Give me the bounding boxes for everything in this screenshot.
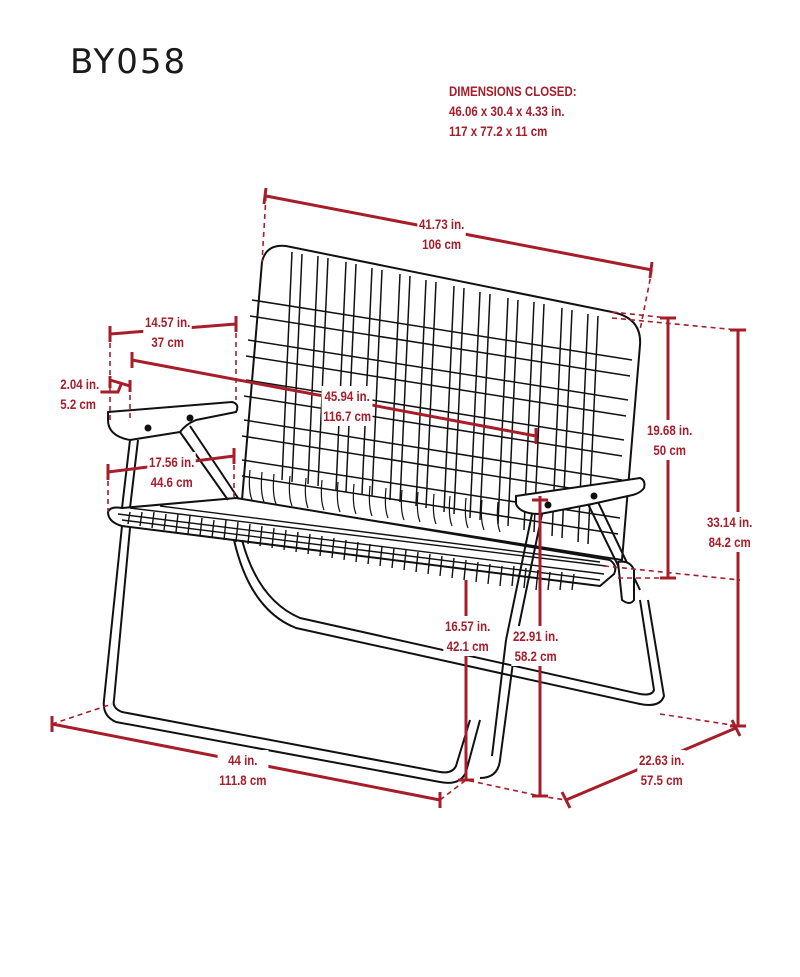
label-seat-height: 16.57 in. 42.1 cm [443,616,492,656]
seat-height-cm: 42.1 cm [446,638,489,654]
overall-height-in: 33.14 in. [706,514,753,530]
left-leg-rear [233,539,665,706]
overall-height-cm: 84.2 cm [708,534,751,550]
backrest-height-cm: 50 cm [653,442,686,458]
bench-line-art [102,244,665,784]
armrest-length-cm: 37 cm [151,334,184,350]
dimensions-closed: DIMENSIONS CLOSED: 46.06 x 30.4 x 4.33 i… [449,81,577,141]
armrest-above-seat-in: 17.56 in. [148,454,195,470]
label-armrest-height: 22.91 in. 58.2 cm [511,626,560,666]
extension-lines [51,195,741,801]
model-title: BY058 [70,42,188,82]
label-overall-width: 44 in. 111.8 cm [217,750,269,790]
label-armrest-length: 14.57 in. 37 cm [143,312,192,352]
armrest-width-in: 2.04 in. [60,376,100,392]
armrest-length-in: 14.57 in. [144,314,191,330]
seat-height-in: 16.57 in. [444,618,491,634]
label-overall-height: 33.14 in. 84.2 cm [705,512,754,552]
armrest-height-cm: 58.2 cm [514,648,557,664]
dimensions-closed-metric: 117 x 77.2 x 11 cm [449,123,548,139]
overall-width-in: 44 in. [228,752,258,768]
label-seat-width: 45.94 in. 116.7 cm [321,386,373,426]
armrest-width-cm: 5.2 cm [60,396,97,412]
overall-width-cm: 111.8 cm [219,772,267,788]
dimensions-closed-imperial: 46.06 x 30.4 x 4.33 in. [449,103,565,119]
backrest-width-in: 41.73 in. [418,216,465,232]
label-armrest-width: 2.04 in. 5.2 cm [58,374,101,414]
label-overall-depth: 22.63 in. 57.5 cm [637,750,686,790]
seat-width-in: 45.94 in. [324,388,370,404]
backrest-height-in: 19.68 in. [646,422,693,438]
overall-depth-in: 22.63 in. [638,752,685,768]
overall-depth-cm: 57.5 cm [640,772,683,788]
label-backrest-height: 19.68 in. 50 cm [645,420,694,460]
dimensions-closed-heading: DIMENSIONS CLOSED: [449,83,577,99]
backrest-width-cm: 106 cm [422,236,462,252]
seat-width-cm: 116.7 cm [323,408,372,424]
armrest-height-in: 22.91 in. [512,628,559,644]
label-armrest-height-above-seat: 17.56 in. 44.6 cm [147,452,196,492]
left-armrest [107,401,239,441]
label-backrest-width: 41.73 in. 106 cm [417,214,466,254]
armrest-above-seat-cm: 44.6 cm [150,474,193,490]
